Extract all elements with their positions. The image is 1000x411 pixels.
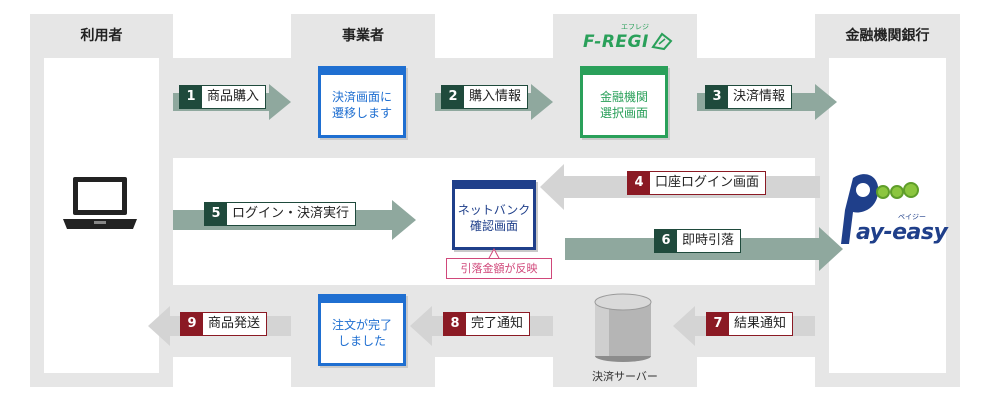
- step-5-text: ログイン・決済実行: [232, 206, 350, 221]
- step-3-label: 3 決済情報: [705, 85, 793, 109]
- step-5-number: 5: [205, 203, 227, 225]
- step-3-number: 3: [706, 86, 728, 108]
- column-title-bank: 金融機関銀行: [845, 28, 930, 44]
- step-6-text: 即時引落: [682, 233, 735, 248]
- fregi-logo-ruby: エフレジ: [621, 23, 649, 31]
- step-8-text: 完了通知: [471, 316, 524, 331]
- step-6-number: 6: [655, 230, 677, 252]
- step-2-number: 2: [442, 86, 464, 108]
- screen-order-complete: 注文が完了 しました: [318, 294, 406, 366]
- screen-netbank: ネットバンク 確認画面: [452, 180, 536, 250]
- database-server-icon: [594, 293, 652, 362]
- step-4-number: 4: [628, 172, 650, 194]
- step-3-text: 決済情報: [733, 89, 786, 104]
- laptop-icon: [63, 177, 137, 229]
- step-6-label: 6 即時引落: [654, 229, 742, 253]
- fregi-ticket-icon: [651, 32, 673, 51]
- step-9-text: 商品発送: [208, 316, 261, 331]
- server-caption: 決済サーバー: [592, 370, 658, 383]
- step-5-label: 5 ログイン・決済実行: [204, 202, 357, 226]
- step-4-label: 4 口座ログイン画面: [627, 171, 767, 195]
- step-1-text: 商品購入: [207, 89, 260, 104]
- column-title-user: 利用者: [80, 28, 123, 44]
- column-title-merchant: 事業者: [342, 28, 384, 44]
- screen-redirect: 決済画面に 遷移します: [318, 66, 406, 138]
- step-2-label: 2 購入情報: [441, 85, 529, 109]
- step-7-label: 7 結果通知: [706, 312, 794, 336]
- user-inset: [44, 58, 159, 373]
- screen-bank-select: 金融機関 選択画面: [580, 66, 668, 138]
- step-1-label: 1 商品購入: [179, 85, 267, 109]
- payeasy-logo: [841, 174, 919, 244]
- step-8-number: 8: [444, 313, 466, 335]
- callout-pointer: [487, 248, 501, 260]
- step-2-text: 購入情報: [469, 89, 522, 104]
- payeasy-ruby: ペイジー: [898, 213, 926, 221]
- callout-debit-reflected: 引落金額が反映: [446, 258, 552, 279]
- step-1-number: 1: [180, 86, 202, 108]
- step-9-number: 9: [181, 313, 203, 335]
- fregi-logo: F-REGI: [583, 32, 649, 52]
- payeasy-wordmark: ay-easy: [856, 220, 948, 245]
- step-7-number: 7: [707, 313, 729, 335]
- step-7-text: 結果通知: [734, 316, 787, 331]
- step-4-text: 口座ログイン画面: [655, 175, 760, 190]
- step-8-label: 8 完了通知: [443, 312, 531, 336]
- step-9-label: 9 商品発送: [180, 312, 268, 336]
